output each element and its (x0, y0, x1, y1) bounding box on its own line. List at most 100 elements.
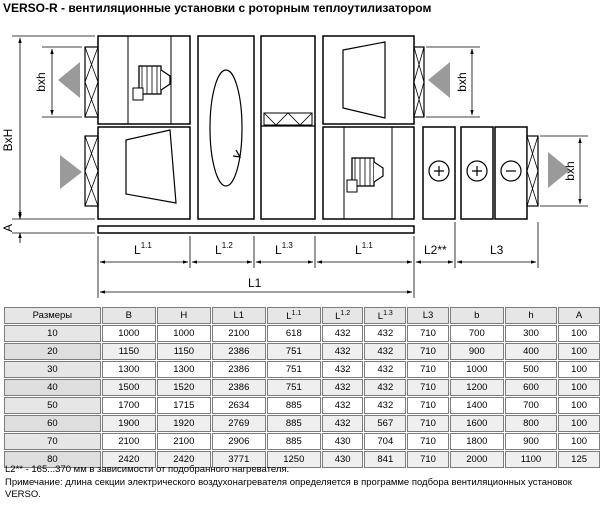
airflow-arrow-right-in (428, 62, 450, 98)
table-cell: 100 (558, 379, 600, 396)
left-filter-block (97, 126, 191, 220)
dim-bxh-right-top (426, 46, 480, 118)
base-frame (97, 225, 415, 234)
dim-ext-lines (97, 222, 539, 298)
right-lower-damper (526, 135, 539, 207)
table-cell: 125 (558, 451, 600, 468)
label-L11-right: L1.1 (355, 241, 373, 257)
column-header: L1.3 (364, 307, 407, 324)
table-cell: 710 (407, 451, 449, 468)
notes: L2** - 165...370 мм в зависимости от под… (3, 464, 601, 502)
table-cell: 432 (321, 361, 364, 378)
table-cell: 2420 (156, 451, 211, 468)
table-cell: 1000 (449, 361, 504, 378)
table-cell: 500 (504, 361, 558, 378)
right-upper-filter-block (322, 35, 415, 125)
table-cell: 710 (407, 415, 449, 432)
label-L12: L1.2 (215, 241, 233, 257)
airflow-arrow-right-out (548, 152, 570, 188)
table-cell: 2100 (211, 325, 266, 342)
table-cell: 710 (407, 379, 449, 396)
note-l2: L2** - 165...370 мм в зависимости от под… (5, 464, 290, 475)
column-header: L1.2 (321, 307, 364, 324)
column-header: L1.1 (266, 307, 321, 324)
table-cell: 710 (407, 397, 449, 414)
heater-section-1 (422, 126, 456, 220)
table-cell: 751 (266, 343, 321, 360)
unit-drawing: BxH A bxh bxh bxh L1.1 L1.2 (1, 35, 588, 298)
column-header: L1 (211, 307, 266, 324)
table-cell: 432 (364, 361, 407, 378)
middle-section (260, 35, 316, 220)
left-fan-block (97, 35, 191, 125)
dim-A (12, 210, 95, 243)
table-cell: 1500 (101, 379, 156, 396)
row-size-cell: 20 (4, 343, 101, 360)
airflow-arrow-left-in (60, 155, 82, 189)
table-cell: 841 (364, 451, 407, 468)
table-cell: 2386 (211, 361, 266, 378)
column-header: h (504, 307, 558, 324)
table-cell: 900 (504, 433, 558, 450)
table-cell: 1520 (156, 379, 211, 396)
column-header: H (156, 307, 211, 324)
row-size-cell: 40 (4, 379, 101, 396)
column-header: Размеры (4, 307, 101, 324)
row-size-cell: 10 (4, 325, 101, 342)
right-lower-fan-block (322, 126, 415, 220)
column-header: L3 (407, 307, 449, 324)
table-cell: 432 (364, 397, 407, 414)
table-cell: 1000 (101, 325, 156, 342)
table-cell: 430 (321, 451, 364, 468)
table-cell: 900 (449, 343, 504, 360)
table-cell: 1920 (156, 415, 211, 432)
table-cell: 2420 (101, 451, 156, 468)
table-cell: 432 (321, 379, 364, 396)
table-cell: 710 (407, 343, 449, 360)
table-cell: 800 (504, 415, 558, 432)
table-cell: 2906 (211, 433, 266, 450)
table-cell: 430 (321, 433, 364, 450)
heater-section-2 (460, 126, 494, 220)
table-cell: 751 (266, 361, 321, 378)
table-cell: 1715 (156, 397, 211, 414)
left-upper-damper (84, 46, 99, 118)
table-cell: 1400 (449, 397, 504, 414)
table-cell: 1100 (504, 451, 558, 468)
table-cell: 432 (364, 343, 407, 360)
table-cell: 885 (266, 415, 321, 432)
table-cell: 432 (364, 379, 407, 396)
table-cell: 1000 (156, 325, 211, 342)
table-cell: 1250 (266, 451, 321, 468)
page-title: VERSO-R - вентиляционные установки с рот… (3, 1, 432, 15)
table-cell: 704 (364, 433, 407, 450)
column-header: A (558, 307, 600, 324)
table-cell: 2386 (211, 343, 266, 360)
table-cell: 2100 (156, 433, 211, 450)
row-size-cell: 80 (4, 451, 101, 468)
table-cell: 710 (407, 433, 449, 450)
table-cell: 100 (558, 433, 600, 450)
table-cell: 710 (407, 325, 449, 342)
label-L3: L3 (490, 243, 504, 257)
label-bxh-right-low: bxh (563, 161, 577, 180)
table-cell: 432 (321, 325, 364, 342)
table-cell: 1300 (156, 361, 211, 378)
right-upper-damper (413, 46, 425, 118)
table-cell: 432 (364, 325, 407, 342)
table-cell: 751 (266, 379, 321, 396)
table-cell: 432 (321, 415, 364, 432)
table-cell: 885 (266, 433, 321, 450)
table-cell: 885 (266, 397, 321, 414)
table-cell: 700 (449, 325, 504, 342)
column-header: B (101, 307, 156, 324)
row-size-cell: 60 (4, 415, 101, 432)
